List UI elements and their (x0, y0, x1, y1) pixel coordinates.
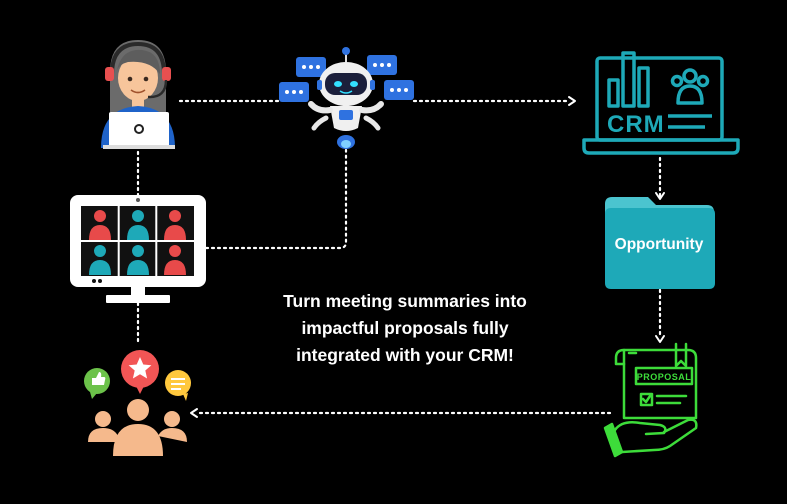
participant-tiles (89, 210, 186, 275)
folder-label: Opportunity (615, 236, 704, 253)
video-meeting-icon (70, 195, 206, 303)
caption-line-1: Turn meeting summaries into (283, 291, 527, 311)
crm-laptop-icon (582, 51, 740, 155)
arrowhead-to-proposal (655, 335, 665, 343)
caption-text: Turn meeting summaries into impactful pr… (255, 288, 555, 369)
connectors (136, 99, 662, 415)
caption-line-3: integrated with your CRM! (296, 345, 514, 365)
crm-label: CRM (607, 111, 665, 138)
arrowheads (190, 96, 665, 418)
comment-bubble-icon (165, 370, 191, 401)
star-bubble-icon (121, 350, 159, 394)
proposal-label: PROPOSAL (637, 372, 692, 382)
connector-video-to-robot (204, 148, 348, 250)
feedback-audience-icon (84, 350, 191, 456)
arrowhead-to-folder (655, 192, 665, 200)
arrowhead-to-crm (568, 96, 576, 106)
people-group (88, 399, 187, 456)
like-bubble-icon (84, 368, 110, 399)
ai-robot-icon (279, 47, 414, 149)
headset-agent-icon (101, 40, 175, 149)
opportunity-folder-icon (605, 197, 715, 289)
proposal-handout-icon (603, 342, 698, 458)
caption-line-2: impactful proposals fully (301, 318, 509, 338)
arrowhead-to-audience (190, 408, 198, 418)
